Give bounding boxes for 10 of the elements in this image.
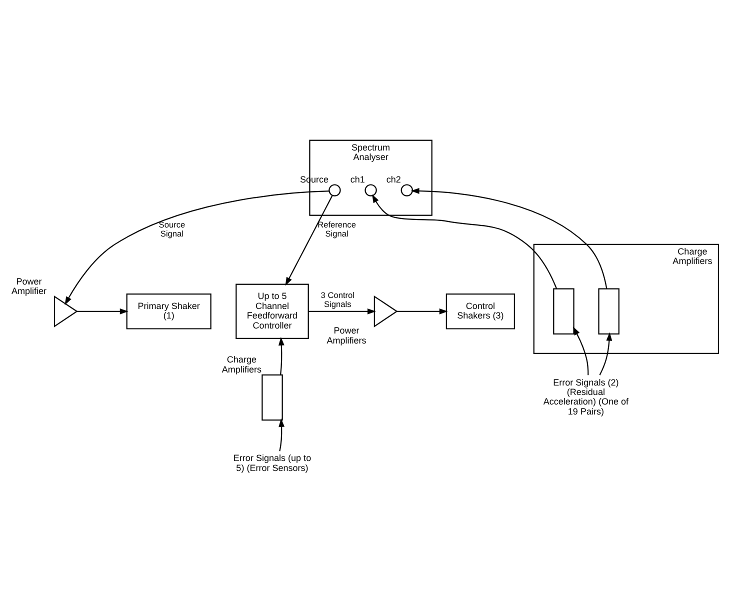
node-label: Power Amplifier [11,276,47,296]
edge-label: Reference Signal [318,219,356,239]
node-text: Error Signals (up to 5) (Error Sensors) [233,453,312,473]
edge-label: 3 Control Signals [320,290,355,309]
node-label: ch1 [350,174,365,184]
node-text: Error Signals (2) (Residual Acceleration) (One of 19 Pairs) [543,377,629,416]
node-label: Charge Amplifiers [222,354,262,374]
edge-label: Source Signal [158,219,186,239]
node-label: ch2 [386,174,401,184]
node-label: Power Amplifiers [326,326,366,346]
